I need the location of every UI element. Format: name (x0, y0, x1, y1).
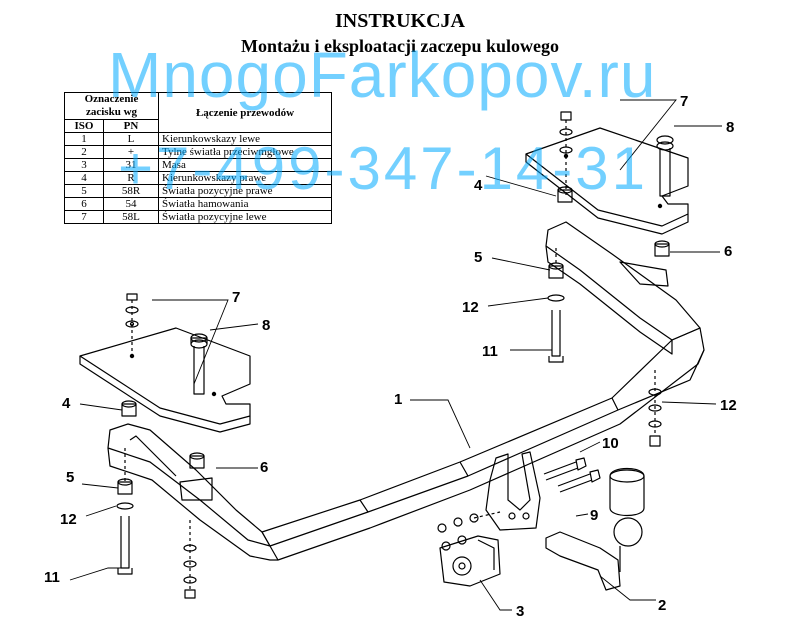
callout-4-right: 4 (474, 177, 483, 194)
left-top-nut-stack (125, 293, 139, 356)
right-spacer-6 (654, 240, 670, 257)
callout-12-right: 12 (720, 397, 737, 414)
left-mounting-plate (79, 327, 251, 433)
callout-12-left: 12 (60, 511, 77, 528)
watermark-site: MnogoFarkopov.ru (108, 39, 657, 111)
table-header-row: Oznaczenie zacisku wg Łączenie przewodów (64, 92, 332, 133)
right-lower-fixings (547, 248, 565, 363)
table-row: 2 + Tylne światła przeciwmgłowe (64, 145, 332, 159)
document-title: INSTRUKCJA (334, 10, 466, 32)
right-long-bolt (656, 135, 674, 197)
callout-6-right: 6 (724, 243, 732, 260)
right-bottom-nut-stack (648, 370, 662, 447)
callout-12-mid: 12 (462, 299, 479, 316)
callout-3: 3 (516, 603, 524, 620)
cell-pn: 58L (103, 210, 159, 224)
callout-5-right: 5 (474, 249, 482, 266)
callout-6-left: 6 (260, 459, 268, 476)
callout-8-right: 8 (726, 119, 734, 136)
table-header-desc: Łączenie przewodów (158, 92, 332, 133)
table-row: 4 R Kierunkowskazy prawe (64, 171, 332, 185)
left-bottom-nut-stack (183, 520, 197, 599)
watermark-phone: +7-499-347-14-31 (118, 135, 649, 202)
callout-7-left: 7 (232, 289, 240, 306)
crossbar-part (107, 221, 705, 561)
document-subtitle: Montażu i eksploatacji zaczepu kulowego (241, 36, 559, 56)
mount-bolts (543, 457, 601, 493)
left-long-bolt (190, 333, 208, 395)
cell-pn: 58R (103, 184, 159, 198)
right-spacer (557, 186, 573, 203)
cell-desc: Światła pozycyjne lewe (158, 210, 332, 224)
table-header-group: Oznaczenie zacisku wg (64, 92, 159, 120)
ball-mount-bracket (485, 451, 541, 531)
header-group-text: Oznaczenie zacisku wg (84, 93, 139, 118)
socket-plate (439, 535, 501, 587)
callout-9: 9 (590, 507, 598, 524)
callout-4-left: 4 (62, 395, 71, 412)
left-lower-fixings (116, 448, 134, 575)
cell-desc: Kierunkowskazy lewe (158, 132, 332, 146)
callout-2: 2 (658, 597, 666, 614)
callout-labels: 1 2 3 4 4 5 5 6 6 7 7 8 8 9 10 11 11 12 … (44, 93, 737, 620)
table-subheader-row: ISO PN (64, 119, 332, 133)
callout-7-right: 7 (680, 93, 688, 110)
callout-11-right: 11 (482, 343, 498, 360)
wiring-table: Oznaczenie zacisku wg Łączenie przewodów… (64, 92, 332, 224)
callout-5-left: 5 (66, 469, 74, 486)
callout-1: 1 (394, 391, 402, 408)
towball-assembly (545, 467, 645, 591)
callout-10: 10 (602, 435, 619, 452)
left-spacer-6 (189, 452, 205, 469)
mount-nuts (437, 511, 501, 551)
table-row: 5 58R Światła pozycyjne prawe (64, 184, 332, 198)
cell-desc: Kierunkowskazy prawe (158, 171, 332, 185)
leader-lines (69, 99, 722, 611)
callout-8-left: 8 (262, 317, 270, 334)
table-row: 7 58L Światła pozycyjne lewe (64, 210, 332, 224)
cell-desc: Światła pozycyjne prawe (158, 184, 332, 198)
left-spacer (121, 400, 137, 417)
table-header-pn: PN (103, 119, 159, 133)
right-top-nut-stack (559, 111, 573, 196)
callout-11-left: 11 (44, 569, 60, 586)
